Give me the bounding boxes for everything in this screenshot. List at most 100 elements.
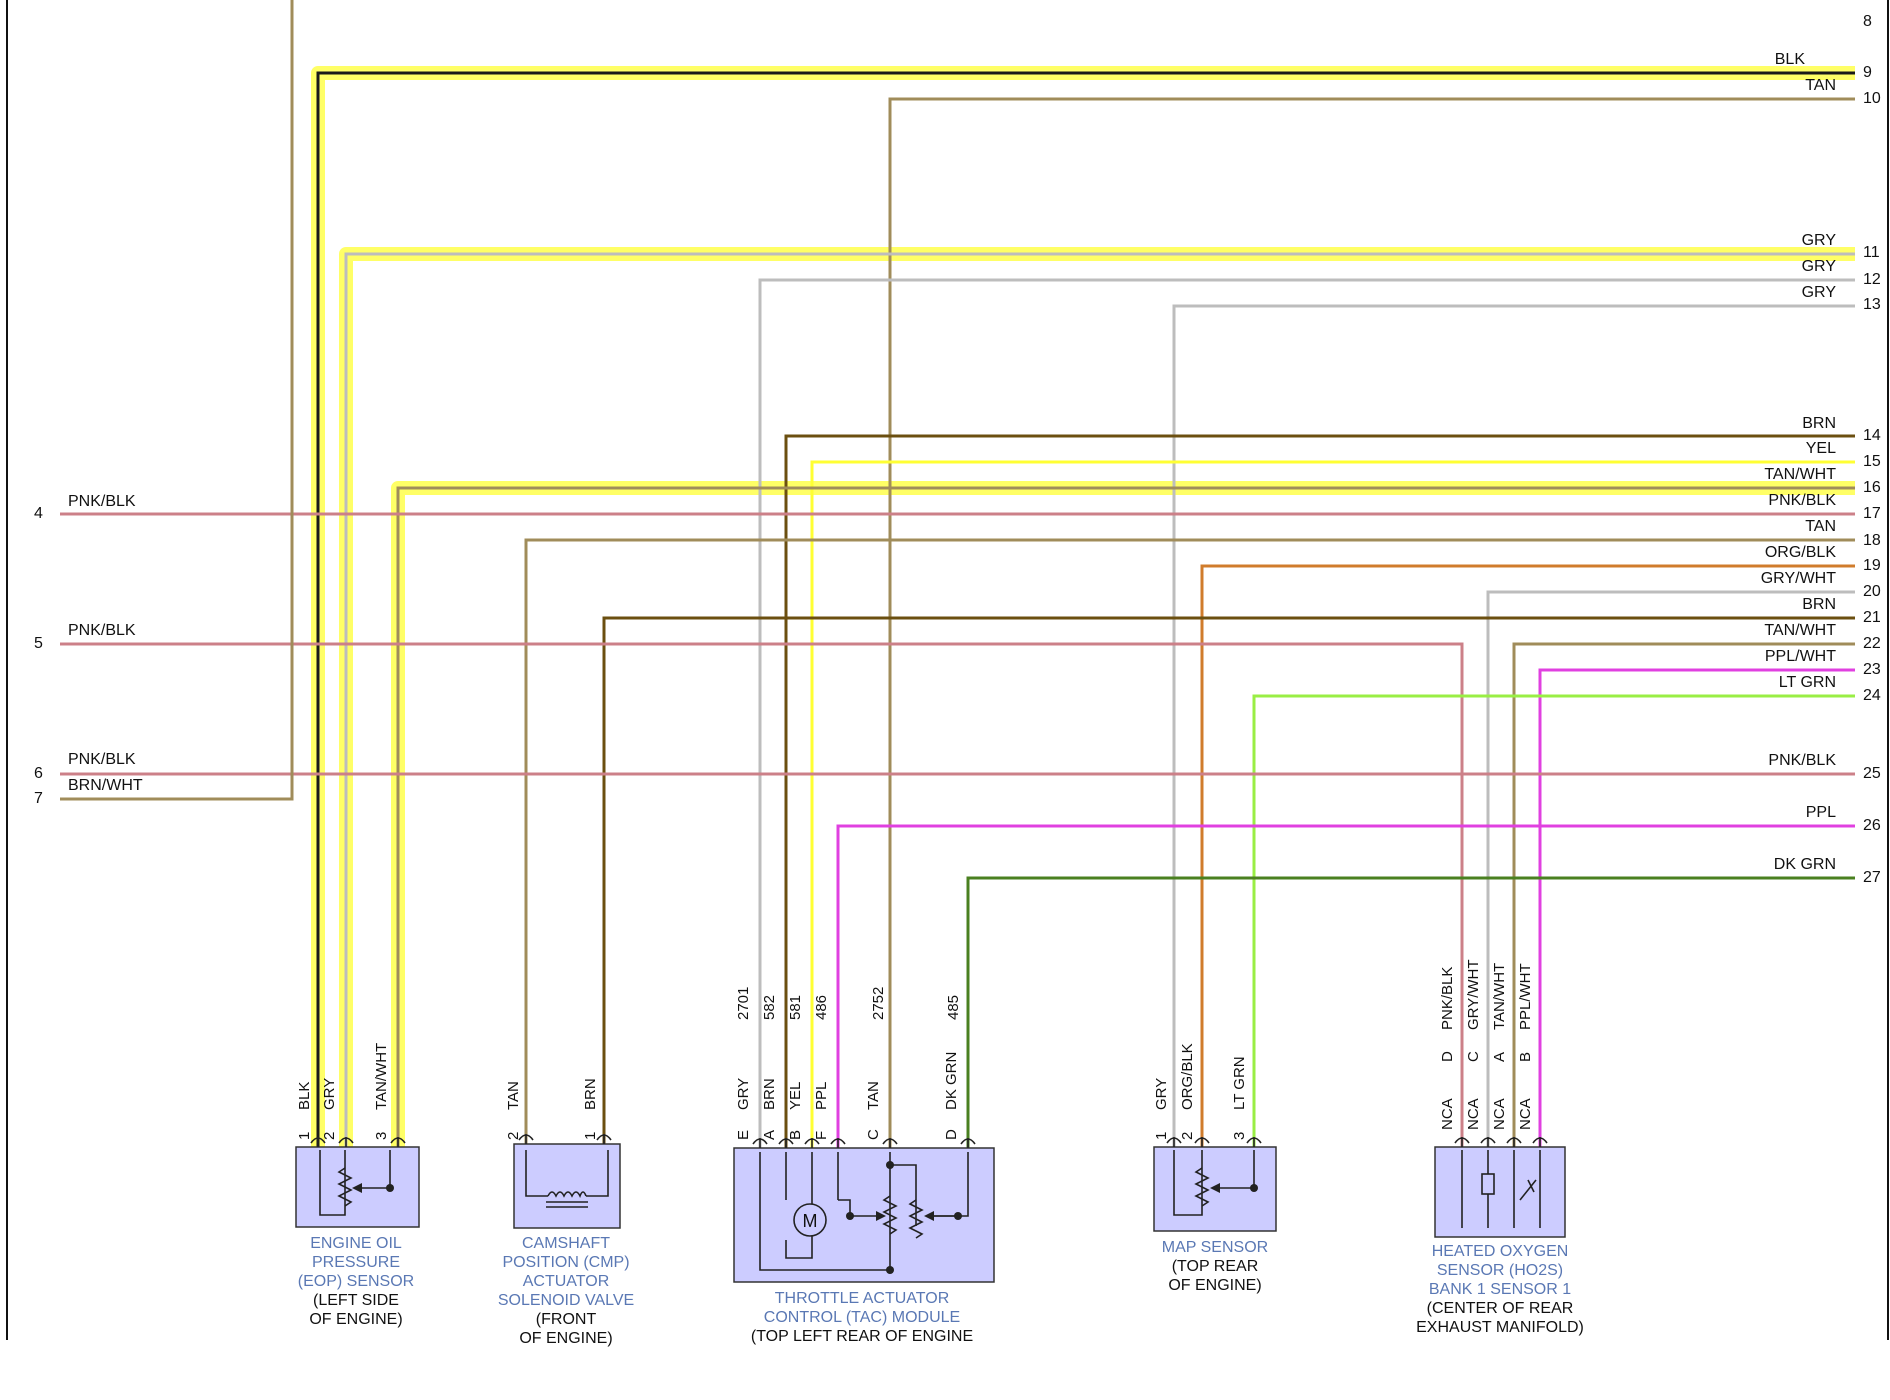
pin-number: 2: [321, 1132, 338, 1140]
nca-label: NCA: [1465, 1098, 1482, 1130]
wire-tanwht-16: [396, 486, 1855, 1147]
pin-connector-arrow: [1194, 1137, 1210, 1147]
connector-number: 19: [1863, 557, 1881, 574]
highlight-layer: [311, 66, 1855, 1147]
potentiometer-symbol: [1194, 1167, 1210, 1207]
sensor-internal-wiring: [319, 1150, 391, 1216]
wire-color-label: YEL: [1806, 440, 1836, 457]
wire-orgblk-19: [1200, 564, 1855, 1147]
wire-gry-11-highlight: [339, 247, 1855, 1147]
connector-number: 22: [1863, 635, 1881, 652]
circuit-number: 581: [787, 995, 804, 1020]
connector-number: 15: [1863, 453, 1881, 470]
component-title-line: ENGINE OIL: [310, 1235, 402, 1252]
junction-dot: [954, 1212, 962, 1220]
motor-label: M: [803, 1211, 818, 1231]
eop-sensor: 1 BLK 2 GRY 3 TAN/WHT ENGINE OIL PRESSUR…: [295, 1043, 420, 1328]
connector-number: 17: [1863, 505, 1881, 522]
wire-label: YEL: [787, 1082, 804, 1110]
component-title-line: POSITION (CMP): [502, 1254, 629, 1271]
wire-label: GRY: [735, 1078, 752, 1110]
wire-color-label: PNK/BLK: [68, 493, 136, 510]
connector-number: 9: [1863, 64, 1872, 81]
right-connector-15: 15 YEL: [1806, 440, 1881, 470]
component-title-line: BANK 1 SENSOR 1: [1429, 1281, 1571, 1298]
component-title-line: HEATED OXYGEN: [1432, 1243, 1569, 1260]
component-location-line: (TOP REAR: [1172, 1258, 1259, 1275]
pin-number: C: [865, 1129, 882, 1140]
wire-color-label: BRN: [1802, 596, 1836, 613]
wiper-arrowhead: [1210, 1183, 1220, 1193]
component-title-line: SENSOR (HO2S): [1437, 1262, 1563, 1279]
pin-connector-arrow: [778, 1138, 794, 1148]
pin-connector-arrow: [1532, 1137, 1548, 1147]
pin-connector-arrow: [1480, 1137, 1496, 1147]
connector-number: 20: [1863, 583, 1881, 600]
component-title-line: MAP SENSOR: [1162, 1239, 1268, 1256]
coil-symbol: [547, 1191, 587, 1198]
left-connector-5: 5 PNK/BLK: [34, 622, 136, 652]
wire-label: GRY: [1153, 1078, 1170, 1110]
wire-color-label: TAN/WHT: [1764, 466, 1836, 483]
component-title-line: PRESSURE: [312, 1254, 400, 1271]
component-location-line: OF ENGINE): [309, 1311, 402, 1328]
connector-number: 25: [1863, 765, 1881, 782]
pin-number: E: [735, 1130, 752, 1140]
component-title-line: ACTUATOR: [523, 1273, 610, 1290]
wire-label: TAN/WHT: [373, 1043, 390, 1110]
motor-symbol: [793, 1203, 827, 1237]
potentiometer-symbol: [337, 1167, 353, 1207]
connector-number: 13: [1863, 296, 1881, 313]
pin-labels: E GRY 2701 A BRN 582 B YEL 581 F PPL 486…: [735, 987, 962, 1140]
wire-color-label: PNK/BLK: [1768, 492, 1836, 509]
right-connector-19: 19 ORG/BLK: [1765, 544, 1881, 574]
component-title-line: CAMSHAFT: [522, 1235, 610, 1252]
heater-internal-wiring: [1461, 1150, 1489, 1228]
wire-color-label: BRN/WHT: [68, 777, 143, 794]
left-connector-7: 7 BRN/WHT: [34, 777, 143, 807]
wire-tan-18: [524, 538, 1855, 1144]
pin-number: A: [761, 1130, 778, 1140]
wire-color-label: ORG/BLK: [1765, 544, 1836, 561]
pin-number: D: [1439, 1051, 1456, 1062]
connector-number: 18: [1863, 532, 1881, 549]
component-box: [513, 1143, 621, 1229]
wire-color-label: BRN: [1802, 415, 1836, 432]
wire-grywht-20: [1486, 590, 1855, 1147]
pin-connector-arrow: [882, 1138, 898, 1148]
nca-label: NCA: [1517, 1098, 1534, 1130]
wire-color-label: GRY/WHT: [1761, 570, 1836, 587]
connector-number: 6: [34, 765, 43, 782]
wire-tanwht-22: [1512, 642, 1855, 1147]
wire-brn-14: [784, 434, 1855, 1148]
wire-layer: [60, 0, 1855, 1148]
nca-label: NCA: [1491, 1098, 1508, 1130]
connector-number: 12: [1863, 271, 1881, 288]
wire-color-label: PNK/BLK: [1768, 752, 1836, 769]
wiper-arrowhead: [352, 1183, 362, 1193]
circuit-number: 582: [761, 995, 778, 1020]
pin-number: 1: [296, 1132, 313, 1140]
wire-tanwht-16-highlight: [391, 481, 1855, 1147]
heater-element-symbol: [1481, 1173, 1495, 1195]
wiper-arrowhead-2: [924, 1211, 934, 1221]
pin-number: 1: [1153, 1132, 1170, 1140]
connector-number: 7: [34, 790, 43, 807]
component-location-line: OF ENGINE): [1168, 1277, 1261, 1294]
wire-label: ORG/BLK: [1179, 1043, 1196, 1110]
junction-dot: [386, 1184, 394, 1192]
junction-dot: [1250, 1184, 1258, 1192]
right-connector-20: 20 GRY/WHT: [1761, 570, 1881, 600]
pin-number: B: [787, 1130, 804, 1140]
pin-number: D: [943, 1129, 960, 1140]
right-connector-25: 25 PNK/BLK: [1768, 752, 1880, 782]
connector-number: 14: [1863, 427, 1881, 444]
pin-connector-arrows: [310, 1134, 1548, 1148]
pin-connector-arrow: [752, 1138, 768, 1148]
